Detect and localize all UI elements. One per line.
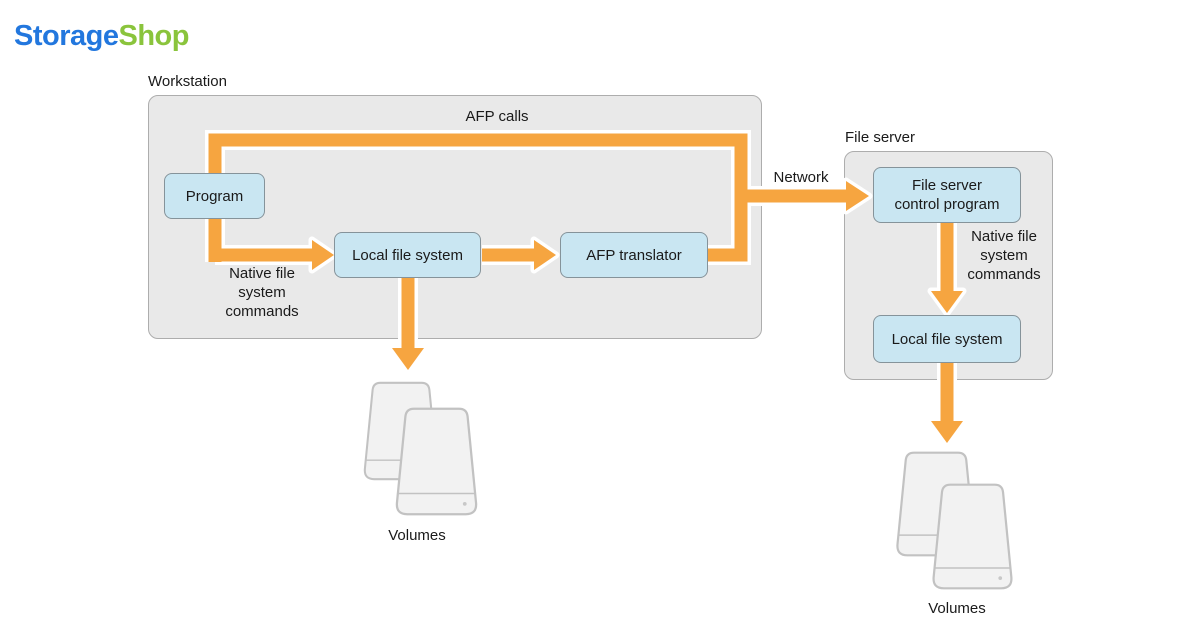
local-file-system-box-fileserver: Local file system (873, 315, 1021, 363)
local-file-system-box-workstation: Local file system (334, 232, 481, 278)
native-commands-label-fileserver: Native file system commands (967, 228, 1041, 283)
logo-text-shop: Shop (118, 20, 189, 52)
file-server-label: File server (845, 129, 916, 146)
logo-text-storage: Storage (14, 20, 119, 52)
storageshop-logo: StorageShop (14, 20, 189, 53)
arrowhead-down-left-volumes (392, 348, 424, 370)
afp-calls-label: AFP calls (465, 108, 529, 125)
afp-translator-box: AFP translator (560, 232, 708, 278)
volumes-label-left: Volumes (388, 527, 446, 544)
workstation-label: Workstation (148, 73, 227, 90)
native-commands-label-workstation: Native file system commands (225, 265, 299, 320)
disk-icon (388, 405, 485, 518)
program-box: Program (164, 173, 265, 219)
disk-icon (924, 481, 1021, 592)
arrowhead-down-right-volumes (931, 421, 963, 443)
network-label: Network (773, 169, 829, 186)
file-server-control-program-box: File server control program (873, 167, 1021, 223)
volumes-label-right: Volumes (928, 600, 986, 617)
